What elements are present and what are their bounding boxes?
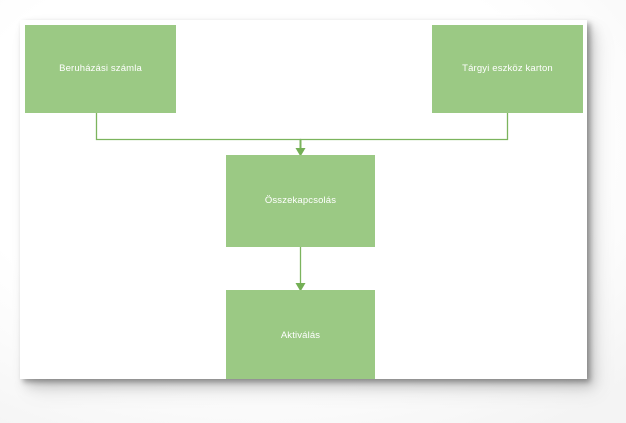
edge-invoice-link [95,112,302,141]
node-aktivalas[interactable]: Aktiválás [226,290,375,379]
node-label: Összekapcsolás [264,195,337,207]
edge-junction-arrow [295,139,306,157]
node-osszekapcsolas[interactable]: Összekapcsolás [226,155,375,247]
node-targyi-eszkoz-karton[interactable]: Tárgyi eszköz karton [432,25,583,113]
node-beruhazasi-szamla[interactable]: Beruházási számla [25,25,176,113]
edge-link-activate [295,247,306,292]
node-label: Aktiválás [280,330,321,342]
node-label: Tárgyi eszköz karton [462,63,553,75]
node-label: Beruházási számla [59,63,142,75]
edge-assetcard-link [299,112,509,141]
diagram-panel: Beruházási számla Tárgyi eszköz karton Ö… [20,20,587,379]
